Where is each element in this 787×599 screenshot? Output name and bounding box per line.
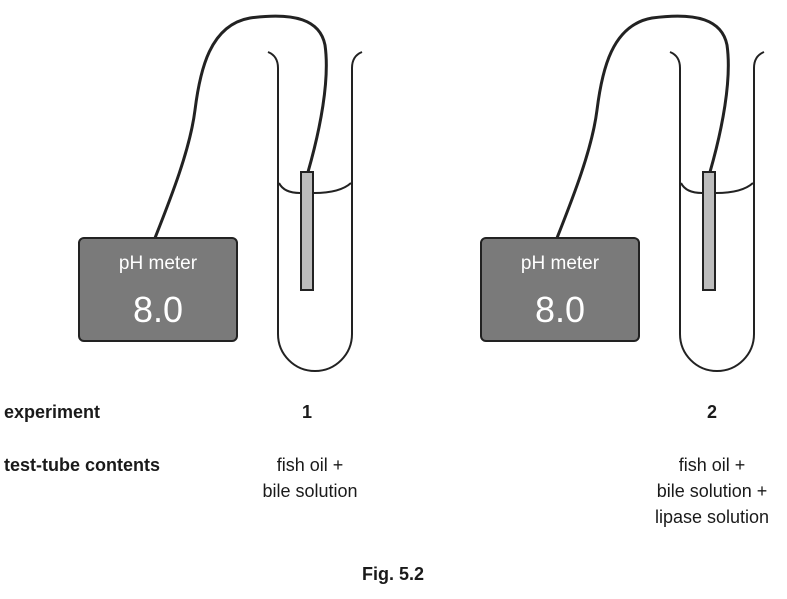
test-tube-contents-2: fish oil + bile solution + lipase soluti… [637,452,787,530]
ph-meter-reading-2: 8.0 [535,289,585,330]
experiment-2-apparatus: pH meter 8.0 [480,14,765,372]
meter-cable-1 [153,14,328,240]
test-tube-contents-1: fish oil + bile solution [235,452,385,504]
ph-meter-1 [78,237,238,342]
experiment-1-apparatus: pH meter 8.0 [78,14,363,372]
experiment-number-2: 2 [706,402,717,422]
ph-meter-2 [480,237,640,342]
test-tube-2 [669,51,765,372]
ph-probe-2 [702,171,716,291]
experiment-number-1: 1 [301,402,312,422]
contents-2-line-2: bile solution + [656,481,768,501]
liquid-surface-2 [680,182,754,194]
test-tube-1 [267,51,363,372]
ph-probe-1 [300,171,314,291]
ph-meter-reading-1: 8.0 [133,289,183,330]
ph-meter-label-2: pH meter [521,253,600,274]
experiment-row-label: experiment [4,402,101,422]
contents-2-line-1: fish oil + [678,455,746,475]
liquid-surface-1 [278,182,352,194]
figure-caption: Fig. 5.2 [361,564,424,584]
contents-1-line-1: fish oil + [276,455,344,475]
meter-cable-2 [555,14,730,240]
contents-2-line-3: lipase solution [654,507,770,527]
contents-row-label: test-tube contents [4,455,161,475]
contents-1-line-2: bile solution [262,481,358,501]
ph-meter-label-1: pH meter [119,253,198,274]
